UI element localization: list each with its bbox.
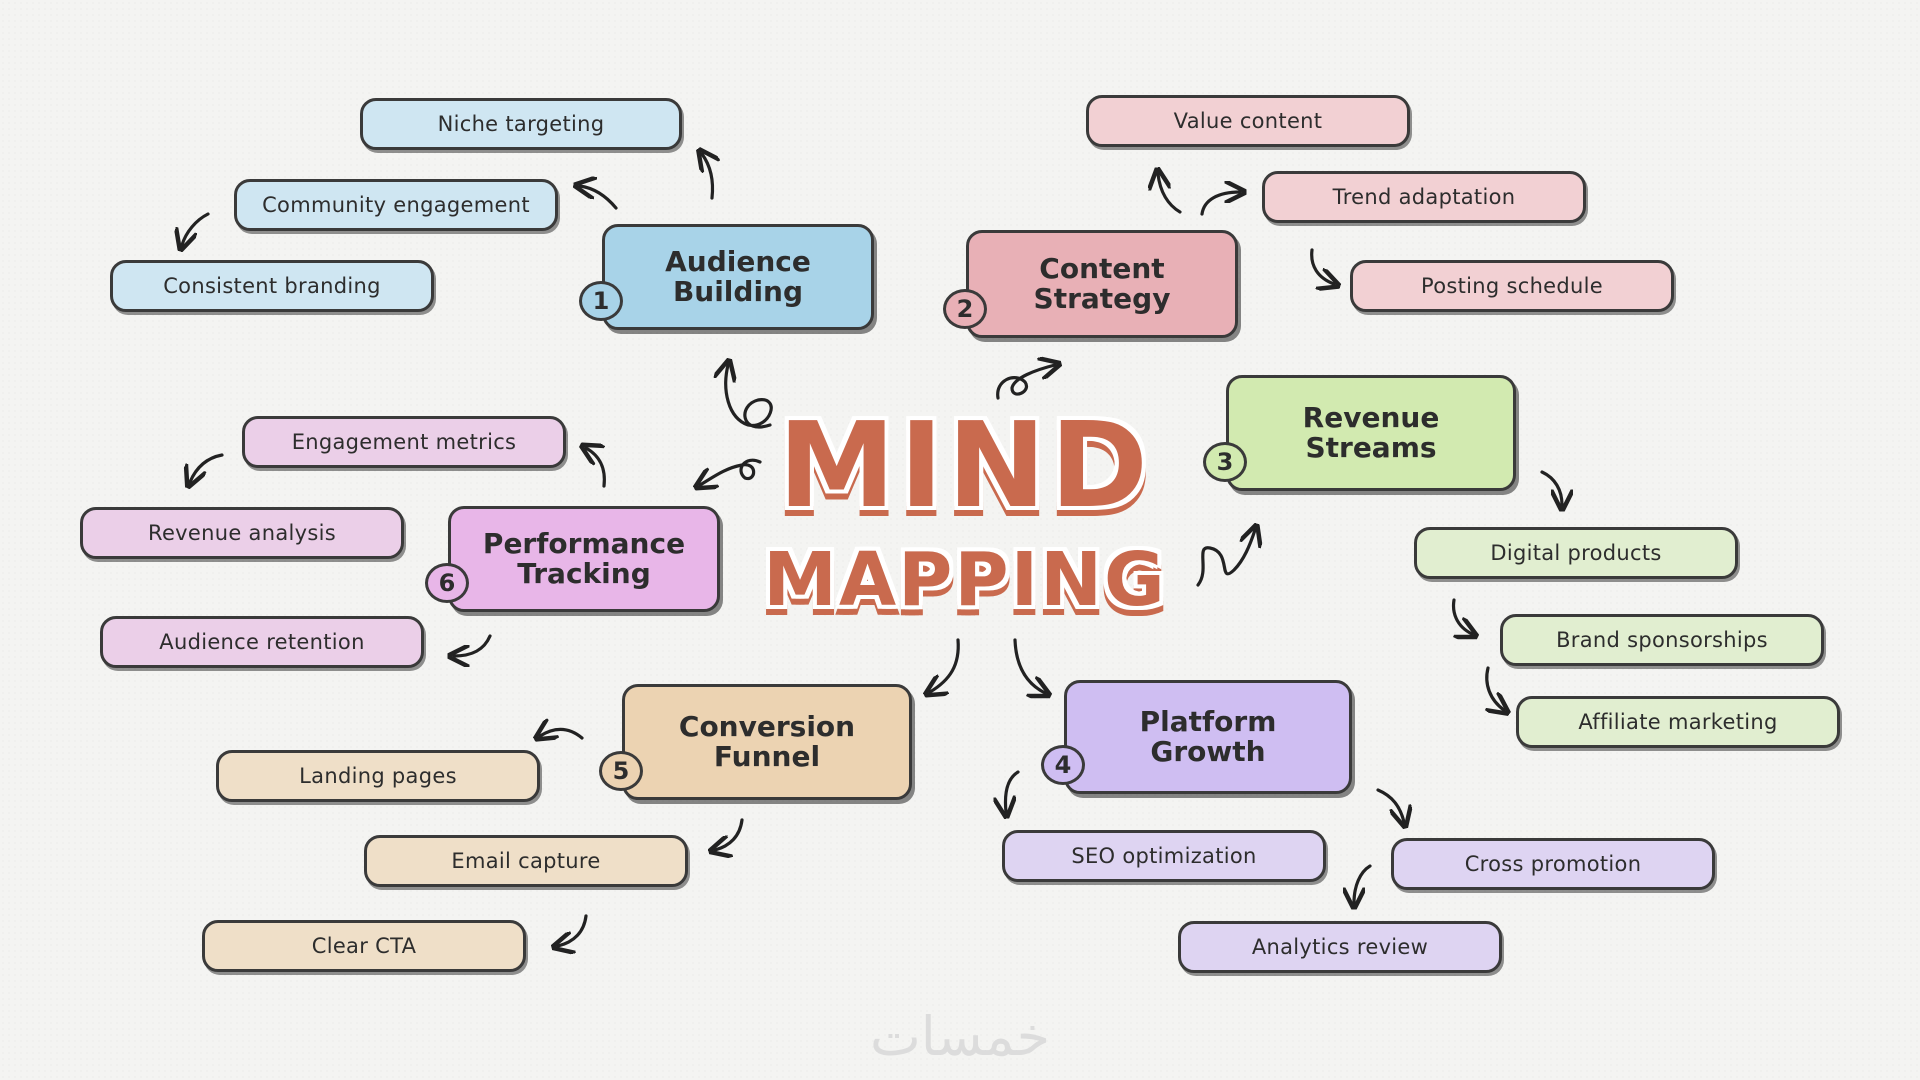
subtopic-value-content[interactable]: Value content bbox=[1086, 95, 1410, 147]
branch-label: Performance Tracking bbox=[482, 527, 686, 590]
subtopic-consistent-branding[interactable]: Consistent branding bbox=[110, 260, 434, 312]
subtopic-trend-adaptation[interactable]: Trend adaptation bbox=[1262, 171, 1586, 223]
branch-number-badge: 4 bbox=[1041, 745, 1085, 785]
subtopic-affiliate-marketing[interactable]: Affiliate marketing bbox=[1516, 696, 1840, 748]
subtopic-seo-optimization[interactable]: SEO optimization bbox=[1002, 830, 1326, 882]
subtopic-community-engagement[interactable]: Community engagement bbox=[234, 179, 558, 231]
curl-arrow-audience bbox=[726, 365, 773, 429]
subtopic-digital-products[interactable]: Digital products bbox=[1414, 527, 1738, 579]
subtopic-posting-schedule[interactable]: Posting schedule bbox=[1350, 260, 1674, 312]
branch-number-badge: 2 bbox=[943, 289, 987, 329]
subtopic-revenue-analysis[interactable]: Revenue analysis bbox=[80, 507, 404, 559]
title-mind: MIND bbox=[777, 396, 1153, 534]
branch-platform-growth[interactable]: Platform Growth 4 bbox=[1041, 680, 1352, 794]
branch-label: Revenue Streams bbox=[1302, 401, 1440, 464]
subtopic-niche-targeting[interactable]: Niche targeting bbox=[360, 98, 682, 150]
branch-number-badge: 5 bbox=[599, 751, 643, 791]
watermark-logo: خمسات bbox=[869, 1005, 1051, 1068]
subtopic-clear-cta[interactable]: Clear CTA bbox=[202, 920, 526, 972]
curl-arrow-performance bbox=[700, 458, 762, 485]
branch-performance-tracking[interactable]: Performance Tracking 6 bbox=[425, 506, 720, 612]
curl-arrow-content bbox=[996, 365, 1055, 400]
subtopic-brand-sponsorships[interactable]: Brand sponsorships bbox=[1500, 614, 1824, 666]
subtopic-landing-pages[interactable]: Landing pages bbox=[216, 750, 540, 802]
subtopic-email-capture[interactable]: Email capture bbox=[364, 835, 688, 887]
branch-revenue-streams[interactable]: Revenue Streams 3 bbox=[1203, 375, 1516, 491]
branch-label: Audience Building bbox=[665, 245, 811, 308]
curl-arrow-revenue bbox=[1196, 530, 1255, 587]
branch-number-badge: 6 bbox=[425, 563, 469, 603]
branch-number-badge: 3 bbox=[1203, 442, 1247, 482]
subtopic-analytics-review[interactable]: Analytics review bbox=[1178, 921, 1502, 973]
subtopic-cross-promotion[interactable]: Cross promotion bbox=[1391, 838, 1715, 890]
subtopic-engagement-metrics[interactable]: Engagement metrics bbox=[242, 416, 566, 468]
branch-audience-building[interactable]: Audience Building 1 bbox=[579, 224, 874, 330]
branch-label: Platform Growth bbox=[1139, 705, 1277, 768]
branch-label: Content Strategy bbox=[1033, 252, 1171, 315]
branch-content-strategy[interactable]: Content Strategy 2 bbox=[943, 230, 1238, 338]
branch-number-badge: 1 bbox=[579, 281, 623, 321]
title-mapping: MAPPING bbox=[763, 537, 1167, 623]
arrow-center-to-platform bbox=[1013, 638, 1045, 693]
subtopic-audience-retention[interactable]: Audience retention bbox=[100, 616, 424, 668]
arrow-center-to-conversion bbox=[930, 638, 960, 692]
branch-label: Conversion Funnel bbox=[678, 710, 856, 773]
branch-conversion-funnel[interactable]: Conversion Funnel 5 bbox=[599, 684, 912, 800]
